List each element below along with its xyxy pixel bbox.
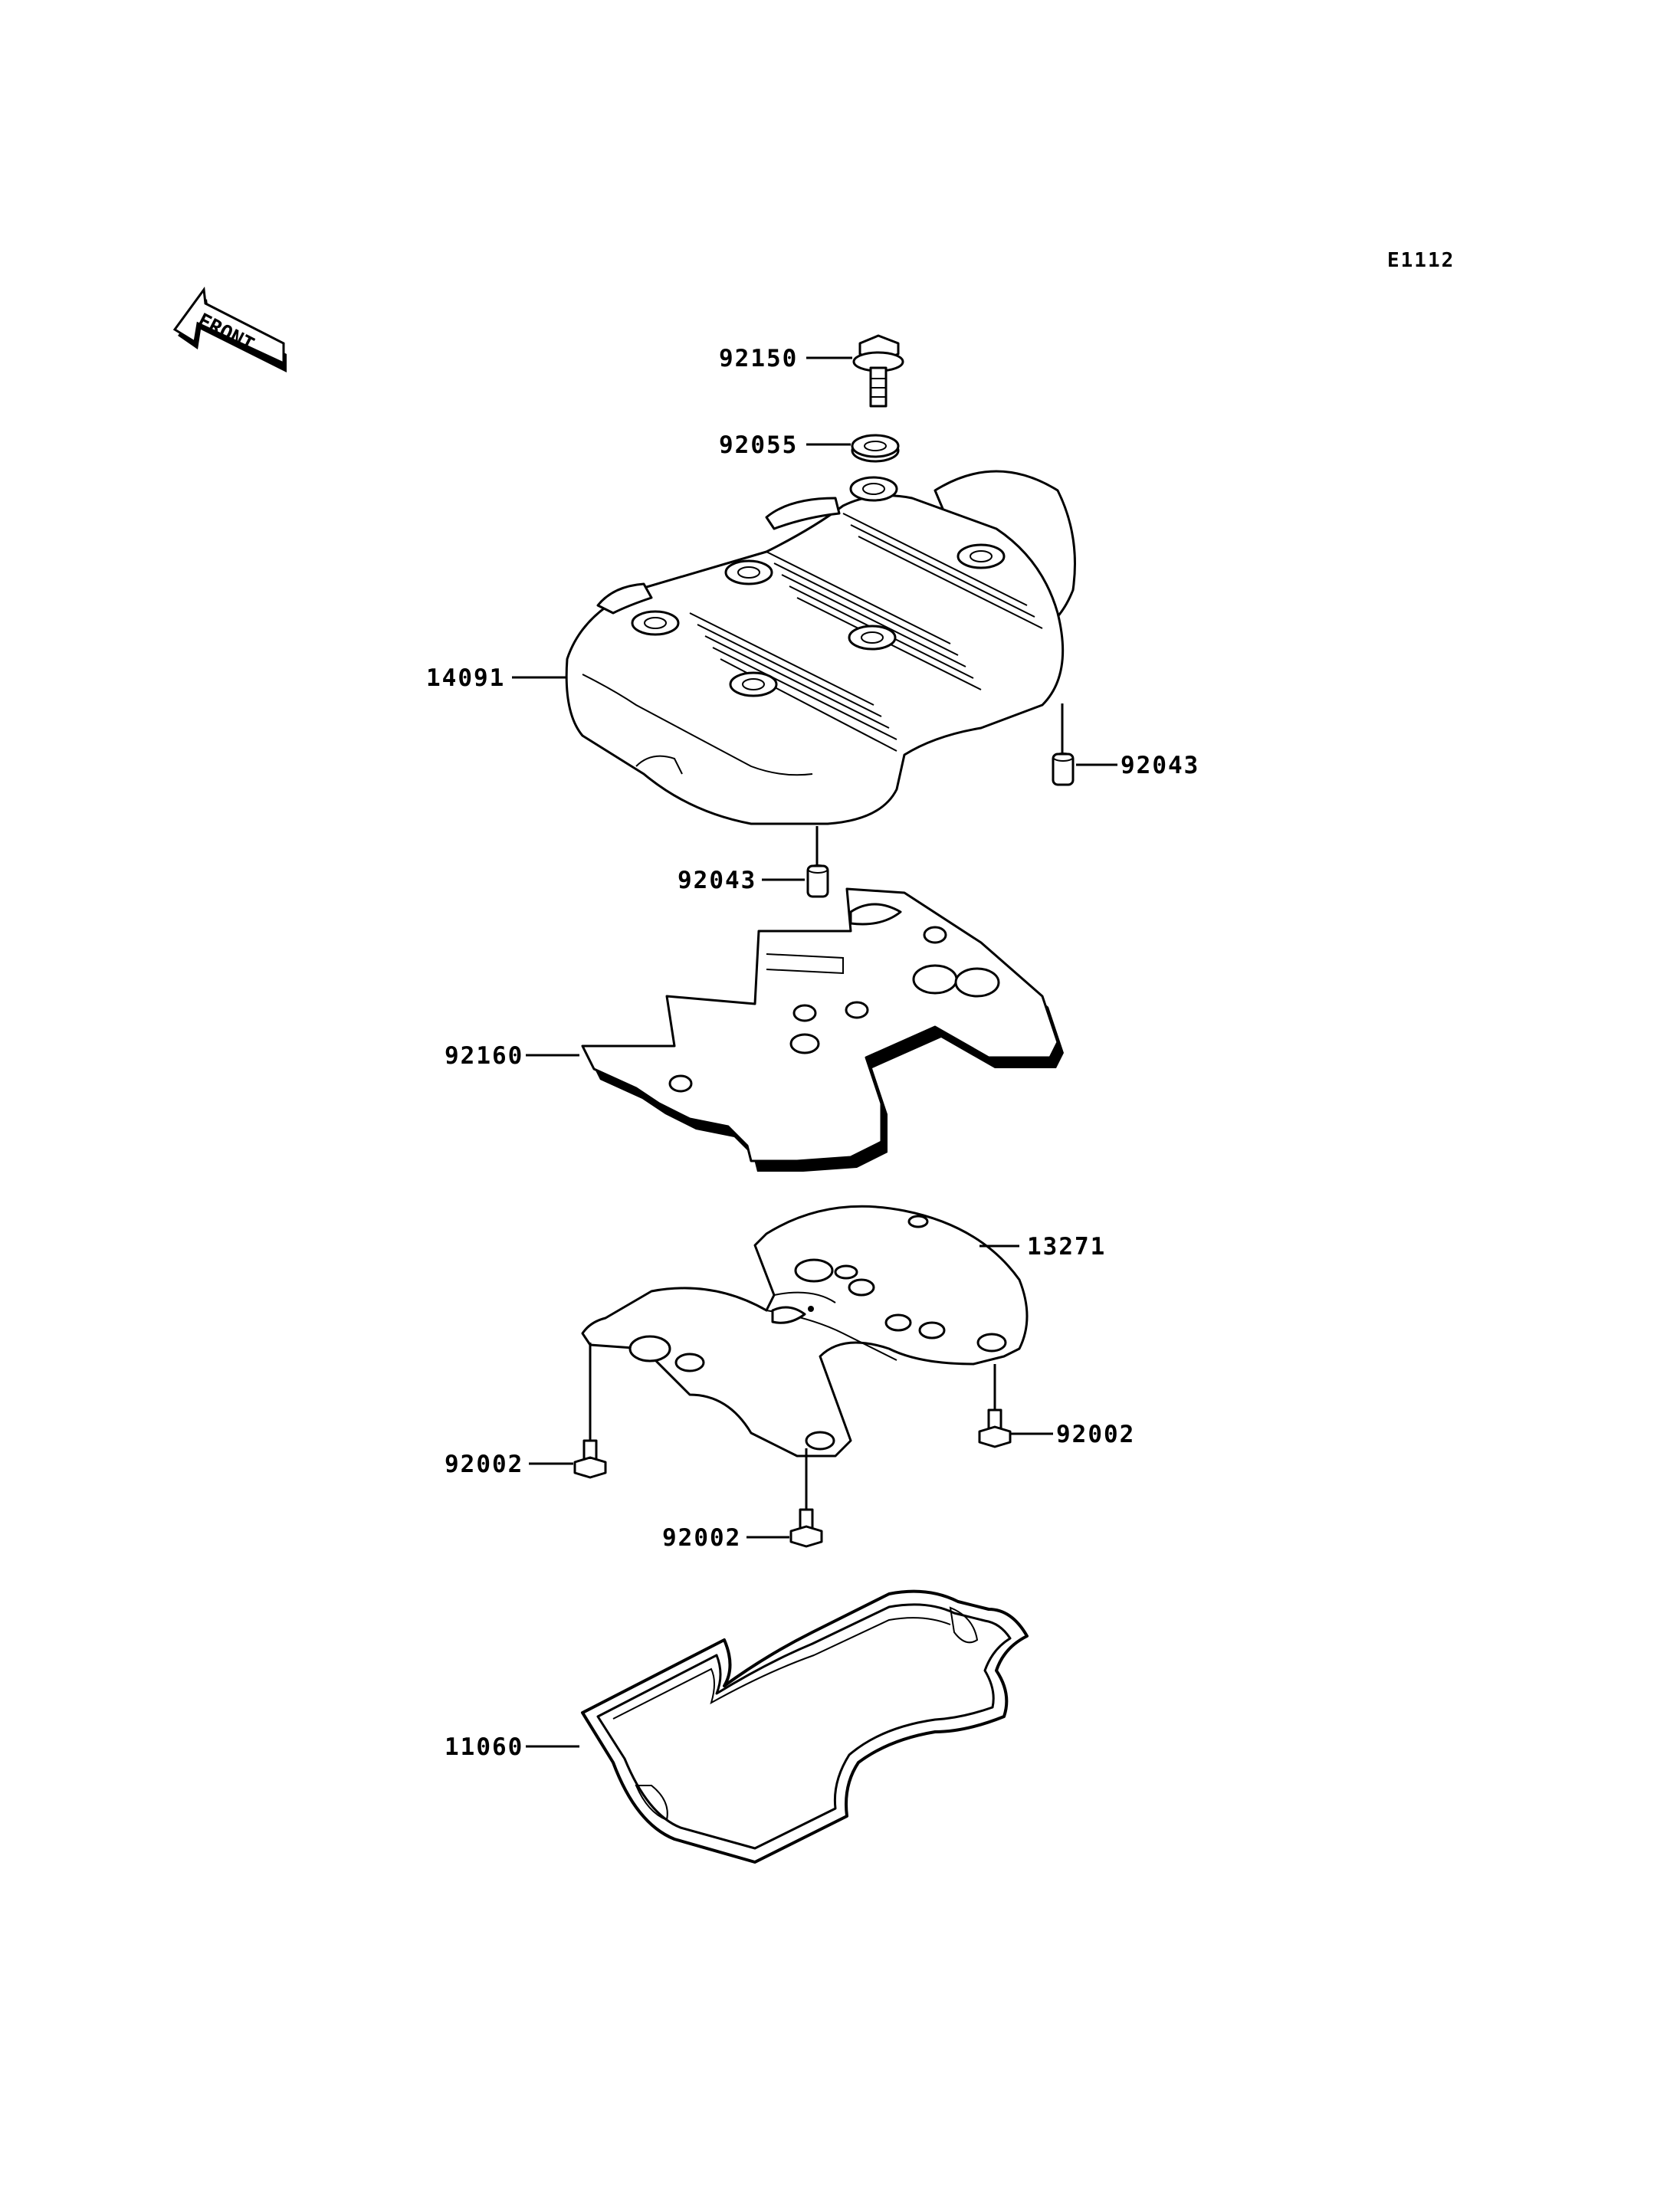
- diagram-code: E1112: [1387, 249, 1455, 272]
- callout-washer-top: 92055: [719, 431, 798, 459]
- callout-plate: 92160: [445, 1042, 523, 1070]
- bolt-92150: [852, 334, 904, 408]
- gasket-11060: [581, 1589, 1029, 1864]
- dowel-pin-92043-right: [1052, 753, 1075, 786]
- washer-92055: [851, 434, 900, 463]
- callout-bolt-right: 92002: [1056, 1421, 1135, 1448]
- dowel-pin-92043-left: [806, 864, 829, 898]
- callout-cover: 14091: [426, 664, 505, 692]
- front-arrow-icon: FRONT: [172, 287, 287, 372]
- bolt-92002-left: [573, 1439, 607, 1479]
- callout-guide: 13271: [1027, 1233, 1106, 1261]
- bolt-92002-right: [978, 1408, 1012, 1448]
- plate-92160: [581, 887, 1064, 1172]
- bolt-92002-center: [789, 1508, 823, 1548]
- cylinder-head-cover-14091: [565, 470, 1076, 825]
- callout-dowel-right: 92043: [1121, 752, 1199, 779]
- callout-bolt-center: 92002: [662, 1524, 741, 1552]
- callout-bolt-top: 92150: [719, 345, 798, 372]
- callout-dowel-left: 92043: [678, 867, 756, 894]
- callout-bolt-left: 92002: [445, 1451, 523, 1478]
- callout-gasket: 11060: [445, 1733, 523, 1761]
- guide-13271: [581, 1205, 1029, 1458]
